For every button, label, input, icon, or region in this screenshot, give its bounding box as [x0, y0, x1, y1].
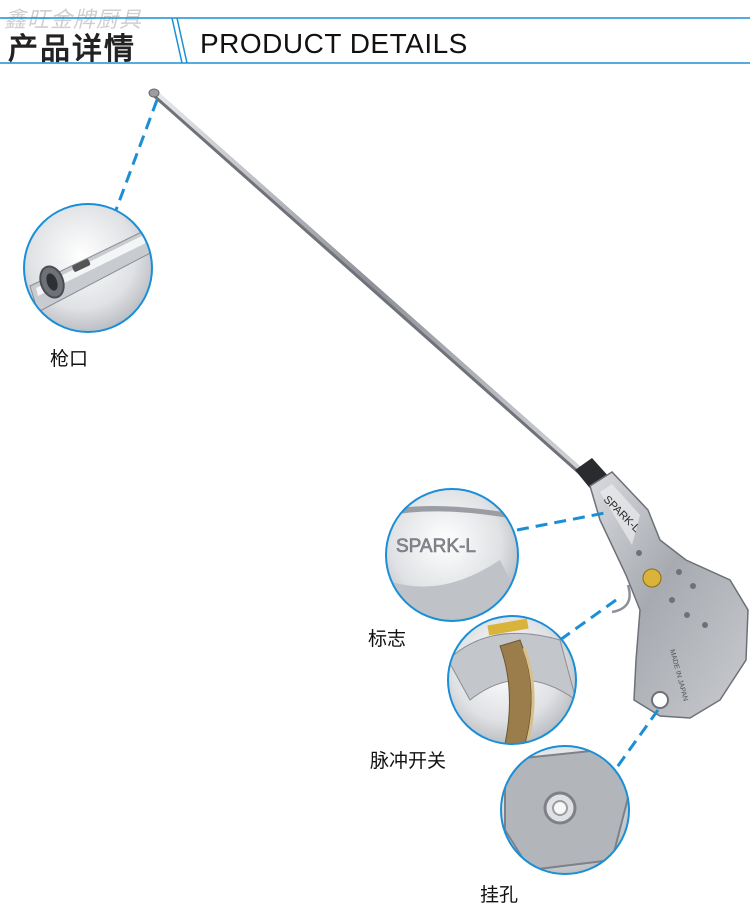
trigger-wire [611, 584, 631, 614]
callout-label-hang-hole: 挂孔 [480, 884, 519, 906]
callout-switch-detail [447, 615, 577, 745]
header-lines [0, 17, 750, 64]
watermark-text: 鑫旺金牌厨具 [4, 8, 143, 33]
callout-label-pulse-switch: 脉冲开关 [370, 750, 447, 772]
callout-label-muzzle: 枪口 [50, 348, 89, 370]
callout-hole-detail [500, 745, 630, 875]
page-title-chinese: 产品详情 [8, 32, 136, 67]
lighter-handle: SPARK-L MADE IN JAPAN [589, 471, 749, 719]
callout-leaders [114, 99, 660, 771]
callout-muzzle-detail [23, 203, 153, 333]
logo-brand-text: SPARK-L [396, 536, 476, 557]
page-title-english: PRODUCT DETAILS [200, 28, 468, 59]
gold-sticker-icon [642, 568, 662, 588]
section-header: 产品详情 PRODUCT DETAILS [0, 0, 750, 70]
hang-hole-icon [651, 691, 669, 709]
callout-label-logo: 标志 [368, 628, 407, 650]
lighter-rod [148, 88, 592, 482]
